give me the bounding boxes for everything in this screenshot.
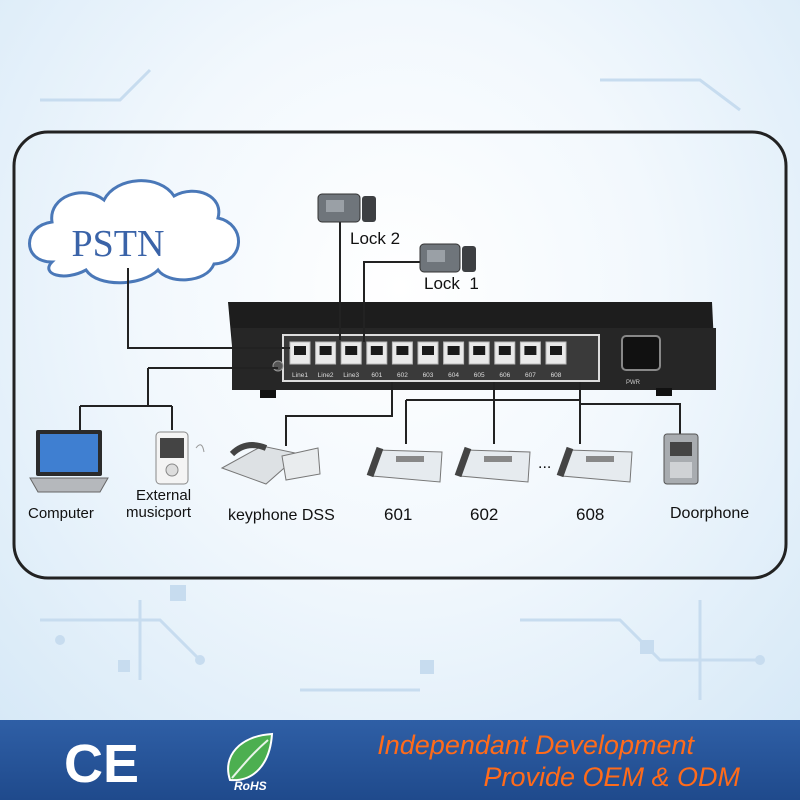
port-label: 608 <box>551 372 562 379</box>
computer-label: Computer <box>28 505 94 522</box>
ce-text: CE <box>64 734 139 790</box>
doorphone-label: Doorphone <box>670 505 749 522</box>
music-label-line-1: External <box>136 487 191 504</box>
ellipsis-label: ... <box>538 455 551 472</box>
slogan-line-1: Independant Development <box>377 730 694 760</box>
pstn-cloud: PSTN <box>28 179 240 285</box>
ext-608-label: 608 <box>576 505 604 524</box>
phone-608-icon <box>556 446 633 483</box>
music-jack <box>272 360 284 372</box>
music-player-icon <box>155 431 205 485</box>
doorphone-icon <box>663 433 699 485</box>
rj-port-socket <box>345 346 358 355</box>
port-label: Line2 <box>318 372 334 379</box>
rj-port-socket <box>524 346 537 355</box>
phone-602-icon <box>454 446 531 483</box>
ce-mark-icon: CE <box>64 734 139 790</box>
port-label: 604 <box>448 372 459 379</box>
rj-port-socket <box>447 346 460 355</box>
pstn-label: PSTN <box>72 223 165 265</box>
rj-port-socket <box>396 346 409 355</box>
lock-2-device <box>317 193 376 223</box>
lock-1-device <box>419 243 476 273</box>
power-socket <box>621 335 661 371</box>
rj-port-socket <box>550 346 562 355</box>
computer-icon <box>29 430 109 493</box>
ext-602-label: 602 <box>470 505 498 524</box>
phone-601-icon <box>366 446 443 483</box>
rj-port-socket <box>294 346 306 355</box>
rj-port-socket <box>370 346 383 355</box>
music-label-line-2: musicport <box>126 504 192 521</box>
keyphone-label: keyphone DSS <box>228 507 335 524</box>
port-label: 606 <box>499 372 510 379</box>
diagram-frame <box>12 130 788 580</box>
lock-2-label: Lock 2 <box>350 229 400 248</box>
rj-ports: Line1 Line2 Line3 601 602 603 604 605 606 607 608 <box>289 341 567 379</box>
footer-bar <box>0 720 800 800</box>
rj-port-socket <box>498 346 511 355</box>
connection-lines <box>79 210 681 446</box>
port-label: 605 <box>474 372 485 379</box>
rohs-text: RoHS <box>234 779 267 793</box>
port-label: Line3 <box>343 372 359 379</box>
rj-port-socket <box>319 346 332 355</box>
lock-1-label: Lock 1 <box>424 274 479 293</box>
pwr-label: PWR <box>626 380 641 386</box>
port-label: 601 <box>371 372 382 379</box>
port-label: Line1 <box>292 372 308 379</box>
rj-port-socket <box>422 346 434 355</box>
slogan-line-2: Provide OEM & ODM <box>483 762 740 792</box>
keyphone-icon <box>220 442 321 485</box>
port-label: 607 <box>525 372 536 379</box>
port-label: 603 <box>423 372 434 379</box>
rj-port-socket <box>473 346 486 355</box>
circuit-pads <box>55 585 765 674</box>
port-label: 602 <box>397 372 408 379</box>
ext-601-label: 601 <box>384 505 412 524</box>
rohs-leaf-icon: RoHS <box>227 732 274 793</box>
